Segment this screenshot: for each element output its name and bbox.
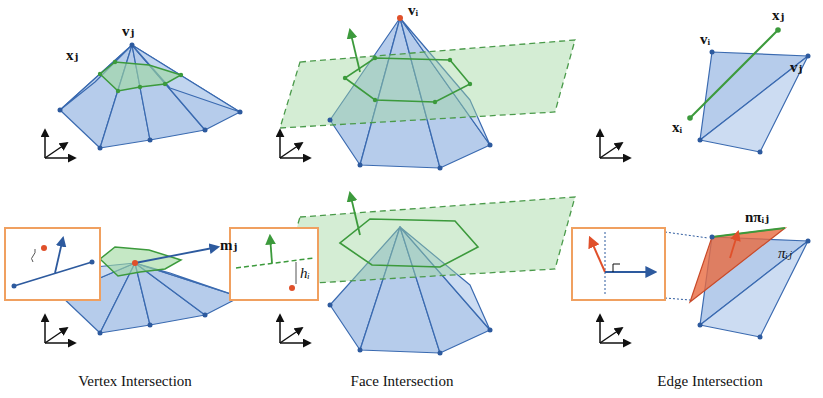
vertex-label: vᵢ <box>408 3 418 18</box>
vertex-mesh-top <box>60 45 240 148</box>
point-label: xⱼ <box>772 8 784 23</box>
panel-caption: Face Intersection <box>351 374 454 389</box>
plane-label: πᵢⱼ <box>778 246 792 261</box>
axes-glyph <box>45 130 75 158</box>
intersection-polygon <box>100 62 181 91</box>
normal-label: mⱼ <box>220 238 237 253</box>
inset-face <box>230 228 318 300</box>
panel-caption: Edge Intersection <box>657 374 762 389</box>
inset-edge <box>572 228 665 300</box>
edge-mesh-top <box>700 52 808 152</box>
inset-vertex <box>5 228 100 300</box>
mesh-vertices <box>58 43 243 151</box>
point-label: xᵢ <box>672 120 682 135</box>
vertex-label: vⱼ <box>122 24 134 39</box>
plane <box>280 40 575 128</box>
panel-caption: Vertex Intersection <box>78 374 192 389</box>
vertex-label: vᵢ <box>700 32 710 47</box>
intersection-polygon <box>345 58 470 102</box>
edge-plane <box>690 228 785 302</box>
point-label: xⱼ <box>66 48 78 63</box>
vertex-label: vⱼ <box>790 60 802 75</box>
offset-label: hᵢ <box>300 266 310 281</box>
normal-label: nπᵢⱼ <box>745 210 769 225</box>
